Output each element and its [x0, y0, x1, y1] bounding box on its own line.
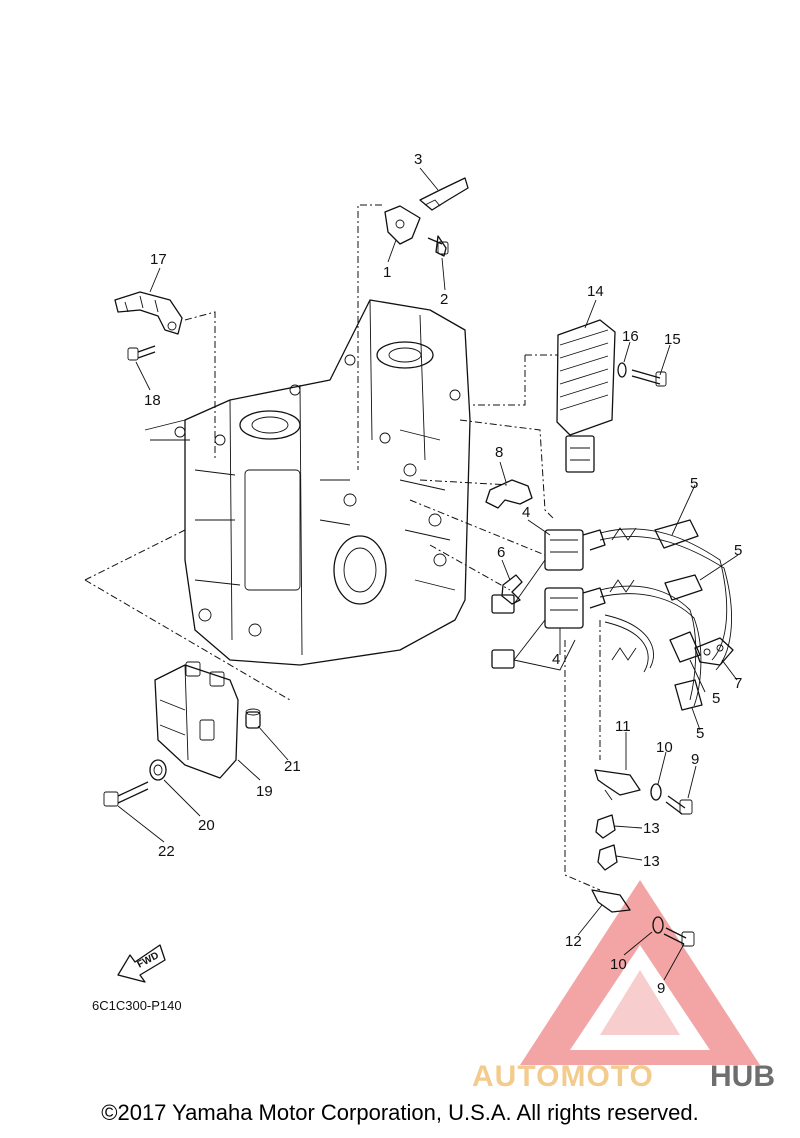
callout-5-c: 5: [712, 690, 720, 707]
callout-22: 22: [158, 843, 175, 860]
ignition-coil-lower-part-4: [544, 587, 606, 629]
callout-10-lower: 10: [610, 956, 627, 973]
callout-16: 16: [622, 328, 639, 345]
clamp-part-17: [114, 291, 183, 335]
callout-15: 15: [664, 331, 681, 348]
bolt-part-18: [127, 345, 156, 361]
bracket-part-11: [594, 769, 641, 801]
clamp-part-8: [485, 479, 533, 509]
callout-13-upper: 13: [643, 820, 660, 837]
callout-20: 20: [198, 817, 215, 834]
copyright-notice: ©2017 Yamaha Motor Corporation, U.S.A. A…: [101, 1100, 699, 1125]
callout-6: 6: [497, 544, 505, 561]
reference-lines: [84, 204, 601, 891]
ignition-coil-upper-part-4: [544, 529, 606, 571]
holder-part-3: [419, 177, 469, 211]
grommet-part-21: [245, 708, 261, 729]
clip-part-6: [501, 574, 523, 605]
callout-2: 2: [440, 291, 448, 308]
plug-leads-part-5: [599, 519, 732, 711]
callout-3: 3: [414, 151, 422, 168]
callout-8: 8: [495, 444, 503, 461]
watermark-triangle-icon: [520, 880, 760, 1065]
clip-part-13-lower: [597, 844, 618, 871]
callout-9-lower: 9: [657, 980, 665, 997]
callout-5-a: 5: [690, 475, 698, 492]
holder-part-7: [694, 637, 734, 666]
callout-10-upper: 10: [656, 739, 673, 756]
callout-5-d: 5: [696, 725, 704, 742]
callout-4-lower: 4: [552, 651, 560, 668]
washer-part-16: [617, 362, 627, 378]
watermark-logo: AUTOMOTO HUB: [472, 880, 775, 1093]
callout-1: 1: [383, 264, 391, 281]
bolt-part-9-upper: [665, 795, 693, 815]
fwd-arrow-icon: FWD: [117, 944, 166, 983]
clip-part-13-upper: [595, 814, 616, 839]
watermark-brand-part2: HUB: [710, 1060, 775, 1093]
bracket-part-1: [384, 205, 421, 245]
callout-13-lower: 13: [643, 853, 660, 870]
callout-17: 17: [150, 251, 167, 268]
callout-21: 21: [284, 758, 301, 775]
callout-18: 18: [144, 392, 161, 409]
callout-leaders: [117, 167, 739, 981]
watermark-triangle-inner-icon: [600, 970, 680, 1035]
bolt-part-22: [103, 781, 149, 807]
callout-numbers: 3 1 2 17 18 14 16 15 8 4 6 4 5 5 7 5 5 1…: [92, 151, 742, 1013]
washer-part-10-lower: [652, 916, 664, 934]
coil-connectors: [491, 559, 576, 671]
callout-11: 11: [615, 718, 631, 735]
washer-part-10-upper: [650, 783, 662, 801]
fwd-label: FWD: [135, 950, 160, 970]
callout-5-b: 5: [734, 542, 742, 559]
engine-block: [144, 299, 471, 666]
callout-19: 19: [256, 783, 273, 800]
grommet-part-20: [149, 759, 167, 781]
callout-4-upper: 4: [522, 504, 530, 521]
bolt-part-9-lower: [663, 927, 695, 947]
callout-9-upper: 9: [691, 751, 699, 768]
callout-7: 7: [734, 675, 742, 692]
callout-14: 14: [587, 283, 604, 300]
bolt-part-2: [427, 235, 449, 257]
callout-12: 12: [565, 933, 582, 950]
ecu-part-19: [154, 661, 239, 779]
bracket-part-12: [591, 889, 631, 913]
rectifier-part-14: [556, 319, 616, 473]
diagram-code: 6C1C300-P140: [92, 998, 182, 1013]
watermark-brand-part1: AUTOMOTO: [472, 1060, 654, 1093]
